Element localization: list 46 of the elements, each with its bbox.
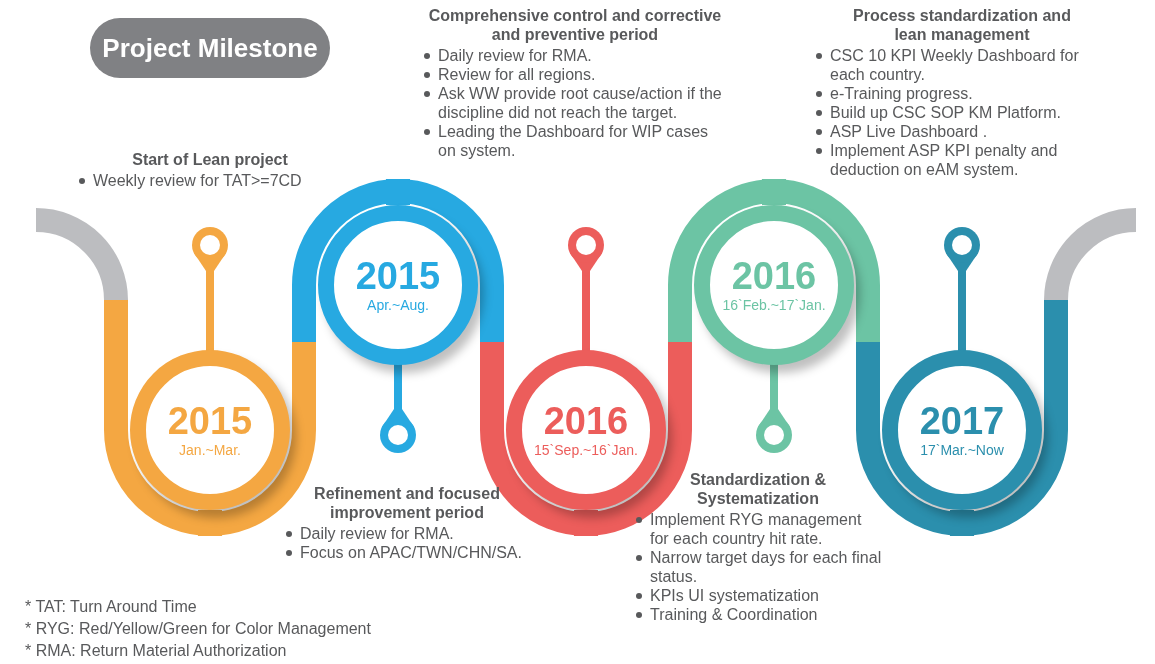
- year-label: 2016: [731, 256, 817, 296]
- timeline-track: [574, 179, 786, 536]
- bullet-item: Daily review for RMA.: [282, 524, 532, 543]
- milestone-circle: [318, 205, 478, 365]
- milestone-heading: Process standardization and lean management: [852, 6, 1072, 44]
- milestone-circle: [882, 350, 1042, 510]
- milestone-heading: Comprehensive control and corrective and preventive period: [427, 6, 723, 44]
- milestone-circle: [130, 350, 290, 510]
- bullet-item: Review for all regions.: [420, 65, 730, 84]
- date-range-label: Jan.~Mar.: [179, 441, 241, 459]
- timeline-track: [198, 179, 410, 536]
- milestone-heading: Standardization & Systematization: [689, 470, 827, 508]
- bullet-item: Implement ASP KPI penalty and deduction on eAM system.: [812, 141, 1112, 179]
- milestone-circle: [694, 205, 854, 365]
- year-label: 2017: [919, 401, 1005, 441]
- bullet-item: Ask WW provide root cause/action if the discipline did not reach the target.: [420, 84, 730, 122]
- milestone-heading: Refinement and focused improvement period: [313, 484, 501, 522]
- bullet-item: ASP Live Dashboard .: [812, 122, 1112, 141]
- timeline-track: [762, 179, 974, 536]
- footnote: * TAT: Turn Around Time: [25, 597, 197, 617]
- bullet-item: KPIs UI systematization: [632, 586, 884, 605]
- year-label: 2015: [355, 256, 441, 296]
- bullet-item: Narrow target days for each final status.: [632, 548, 884, 586]
- year-label: 2016: [543, 401, 629, 441]
- timeline-track: [35, 208, 222, 536]
- timeline-track: [386, 179, 598, 536]
- bullet-item: Daily review for RMA.: [420, 46, 730, 65]
- bullet-item: Focus on APAC/TWN/CHN/SA.: [282, 543, 532, 562]
- milestone-circle: [506, 350, 666, 510]
- timeline-track: [950, 208, 1137, 536]
- bullet-item: Implement RYG management for each country hit rate.: [632, 510, 884, 548]
- bullet-item: Leading the Dashboard for WIP cases on system.: [420, 122, 730, 160]
- bullet-item: Weekly review for TAT>=7CD: [75, 171, 345, 190]
- milestone-heading: Start of Lean project: [131, 150, 289, 169]
- date-range-label: 17`Mar.~Now: [920, 441, 1004, 459]
- bullet-item: e-Training progress.: [812, 84, 1112, 103]
- date-range-label: 15`Sep.~16`Jan.: [534, 441, 638, 459]
- bullet-item: Build up CSC SOP KM Platform.: [812, 103, 1112, 122]
- date-range-label: Apr.~Aug.: [367, 296, 429, 314]
- year-label: 2015: [167, 401, 253, 441]
- bullet-item: Training & Coordination: [632, 605, 884, 624]
- footnote: * RMA: Return Material Authorization: [25, 641, 287, 661]
- footnote: * RYG: Red/Yellow/Green for Color Management: [25, 619, 371, 639]
- bullet-item: CSC 10 KPI Weekly Dashboard for each country.: [812, 46, 1112, 84]
- title-banner: Project Milestone: [90, 18, 330, 78]
- date-range-label: 16`Feb.~17`Jan.: [722, 296, 826, 314]
